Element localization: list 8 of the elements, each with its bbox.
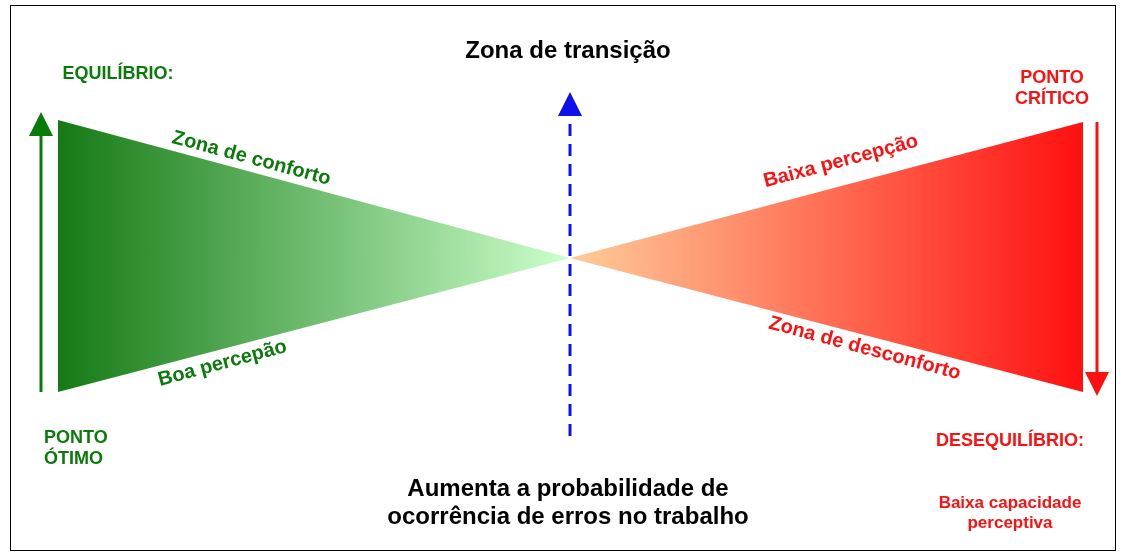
caption: Aumenta a probabilidade de ocorrência de erros no trabalho xyxy=(386,474,750,530)
heading-label: PONTO ÓTIMO xyxy=(44,427,109,469)
title: Zona de transição xyxy=(465,36,671,64)
zone-label: Zona de conforto xyxy=(170,124,334,190)
heading-label: PONTO CRÍTICO xyxy=(1014,67,1090,109)
note-text: Baixa capacidade perceptiva xyxy=(937,493,1083,533)
heading-label: EQUILÍBRIO: xyxy=(62,62,174,84)
heading-label: DESEQUILÍBRIO: xyxy=(936,429,1084,451)
